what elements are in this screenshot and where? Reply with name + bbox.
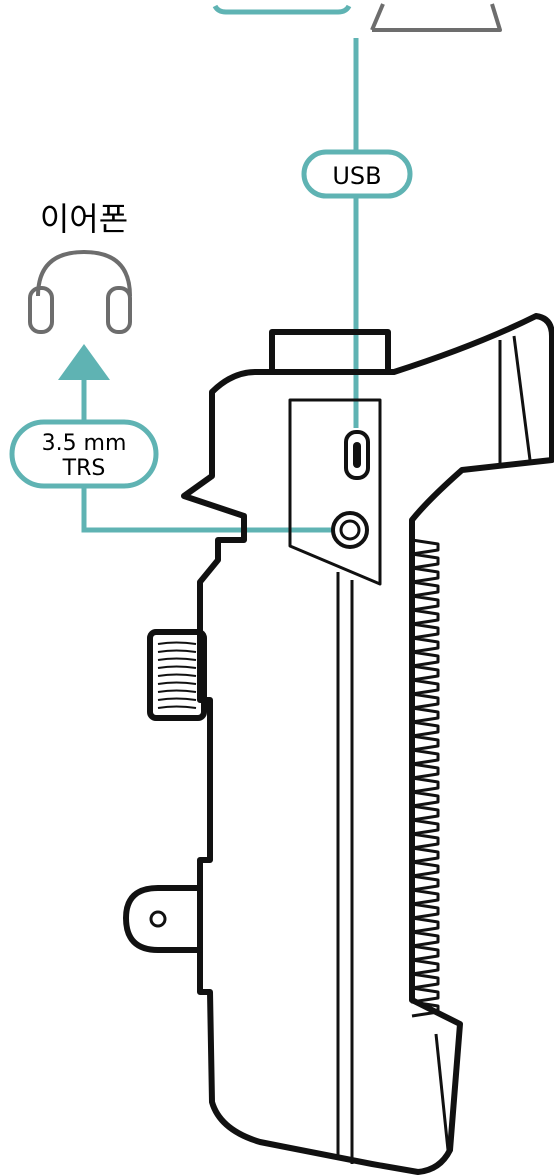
knob-grip-line <box>157 657 197 661</box>
device-body <box>181 313 554 1175</box>
computer-fragment <box>212 3 502 32</box>
trs-label-line2: TRS <box>62 456 106 481</box>
usb-label: USB <box>301 149 413 199</box>
knob-grip-line <box>157 673 197 677</box>
knob-grip-line <box>157 649 197 653</box>
knob-grip-line <box>157 697 197 701</box>
headphones-icon <box>28 250 132 334</box>
knob-grip-line <box>157 641 197 645</box>
usb-label-text: USB <box>332 162 381 190</box>
rotary-knob[interactable] <box>147 629 207 721</box>
knob-grip-line <box>157 689 197 693</box>
usb-c-port-icon[interactable] <box>344 430 370 480</box>
headphones-label: 이어폰 <box>40 200 128 238</box>
arrow-up-icon <box>58 344 110 380</box>
trs-label: 3.5 mm TRS <box>9 419 159 489</box>
knob-grip-line <box>157 665 197 669</box>
grip-ridges <box>410 538 440 1018</box>
knob-grip-line <box>157 705 197 709</box>
trs-label-line1: 3.5 mm <box>42 431 127 456</box>
knob-grip-line <box>157 681 197 685</box>
side-knob[interactable] <box>123 885 203 953</box>
audio-jack-icon[interactable] <box>331 511 369 549</box>
